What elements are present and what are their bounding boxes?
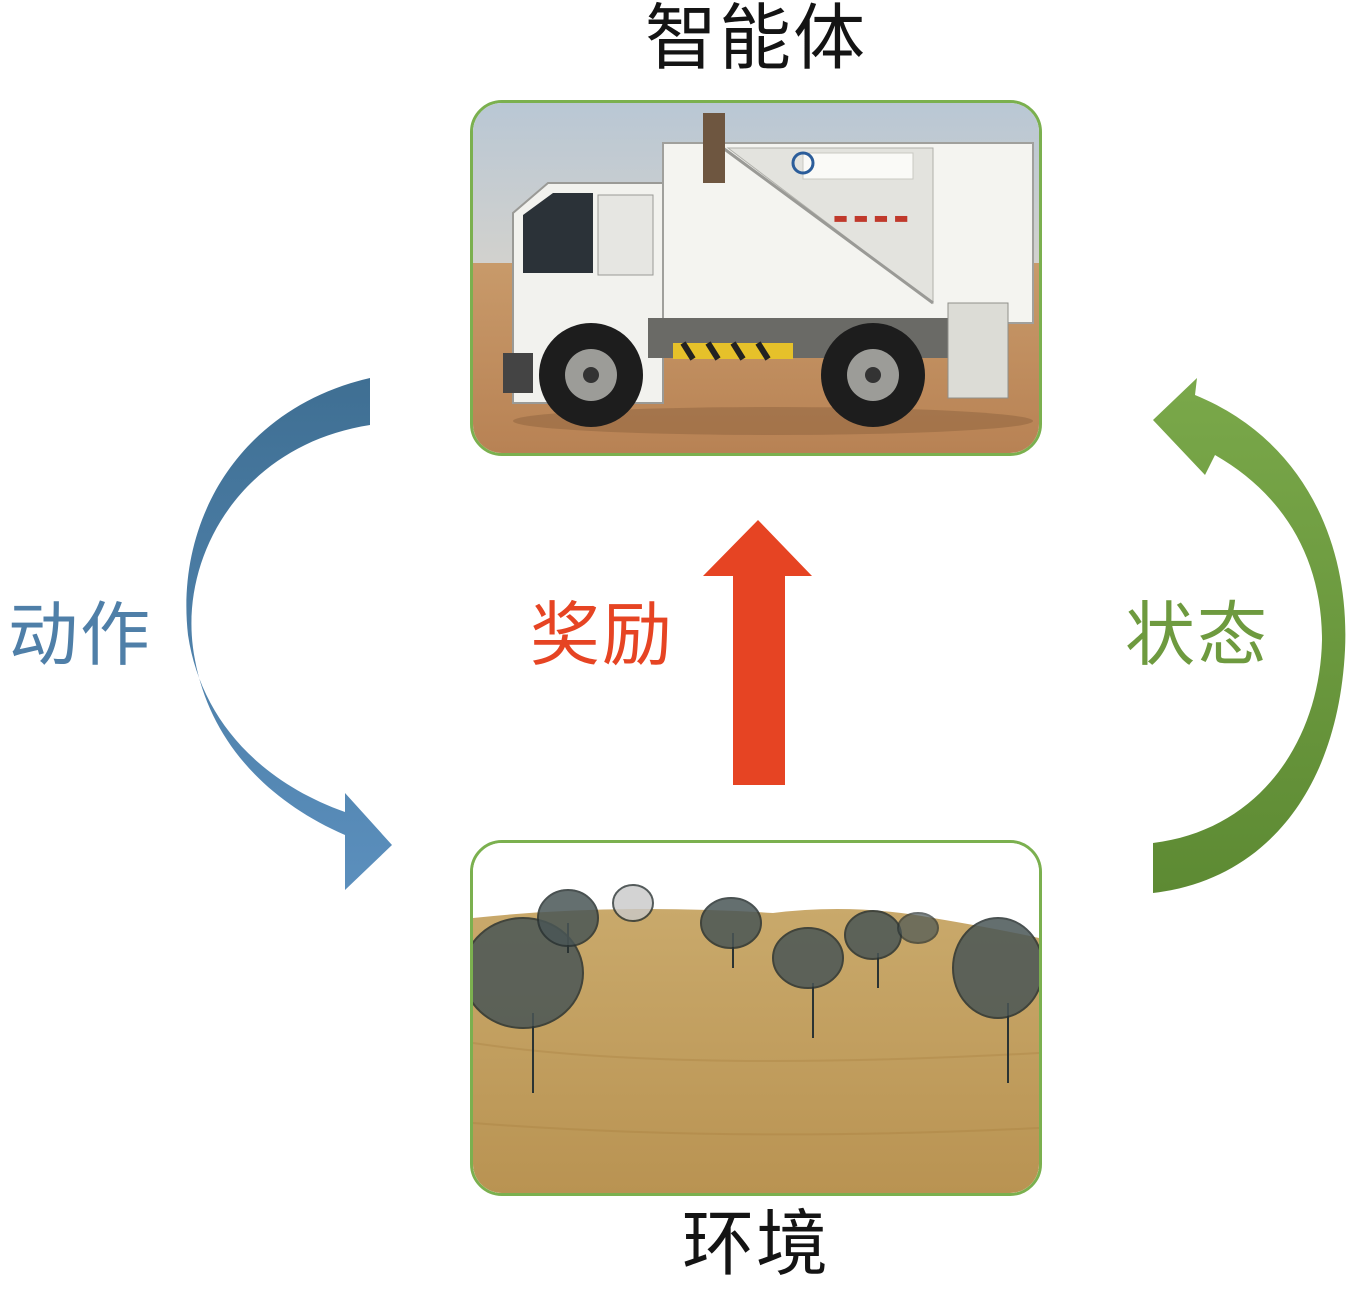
sand-truck-image: ▬ ▬ ▬ ▬ [473, 103, 1039, 453]
agent-title: 智能体 [644, 0, 867, 80]
state-arrow [1153, 378, 1346, 893]
desert-tree-image [473, 843, 1039, 1193]
reward-label: 奖励 [530, 594, 674, 676]
svg-text:▬ ▬ ▬ ▬: ▬ ▬ ▬ ▬ [833, 208, 909, 227]
reward-arrow [703, 520, 812, 785]
environment-title: 环境 [681, 1202, 830, 1286]
action-arrow [186, 378, 392, 890]
agent-image-panel: ▬ ▬ ▬ ▬ [470, 100, 1042, 456]
environment-image-panel [470, 840, 1042, 1196]
action-label: 动作 [8, 594, 152, 676]
state-label: 状态 [1125, 594, 1269, 676]
